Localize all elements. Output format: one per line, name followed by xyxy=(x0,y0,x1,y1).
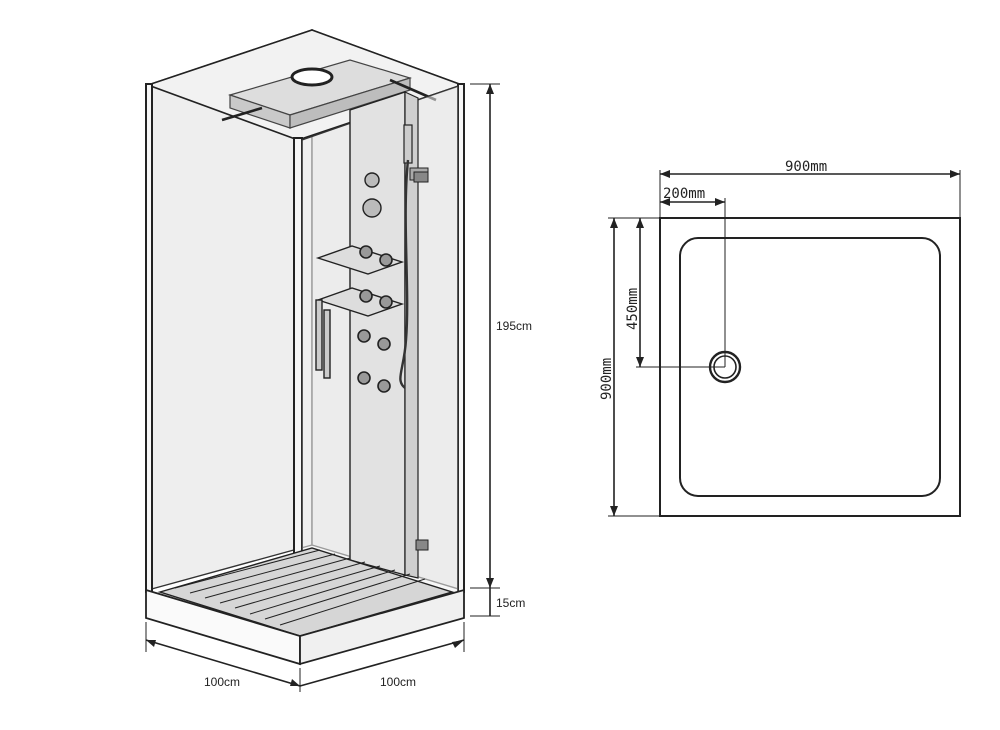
roof-vent-icon xyxy=(290,67,334,87)
shower-hose-icon xyxy=(399,159,410,389)
door-handle-icon xyxy=(315,299,323,371)
cabin-dimensions: 195cm 15cm 100cm 100cm xyxy=(145,83,532,692)
tray-depth-label: 900mm xyxy=(599,358,615,400)
control-knob-icon xyxy=(362,198,382,218)
tray-width-label: 900mm xyxy=(785,159,827,175)
width-right-label: 100cm xyxy=(380,675,416,689)
right-corner-post xyxy=(457,83,465,593)
drain-offset-x-label: 200mm xyxy=(663,186,705,202)
drain-offset-y-label: 450mm xyxy=(625,288,641,330)
cabin-height-label: 195cm xyxy=(496,319,532,333)
base-height-label: 15cm xyxy=(496,596,525,610)
body-jets xyxy=(357,245,393,393)
door-hinge-icon xyxy=(415,539,429,551)
shelf-bottom xyxy=(315,287,405,317)
hand-shower-holder-icon xyxy=(403,124,413,164)
door-hinge-icon xyxy=(413,171,429,183)
floor-grate xyxy=(157,547,455,637)
control-knob-icon xyxy=(364,172,380,188)
tray-plan-view: 900mm 200mm 900mm 450mm xyxy=(599,159,961,517)
shelf-top xyxy=(315,245,405,275)
shower-cabin-drawing xyxy=(145,28,465,666)
left-corner-post xyxy=(145,83,153,593)
base-tray-right-face xyxy=(299,588,465,666)
width-left-label: 100cm xyxy=(204,675,240,689)
